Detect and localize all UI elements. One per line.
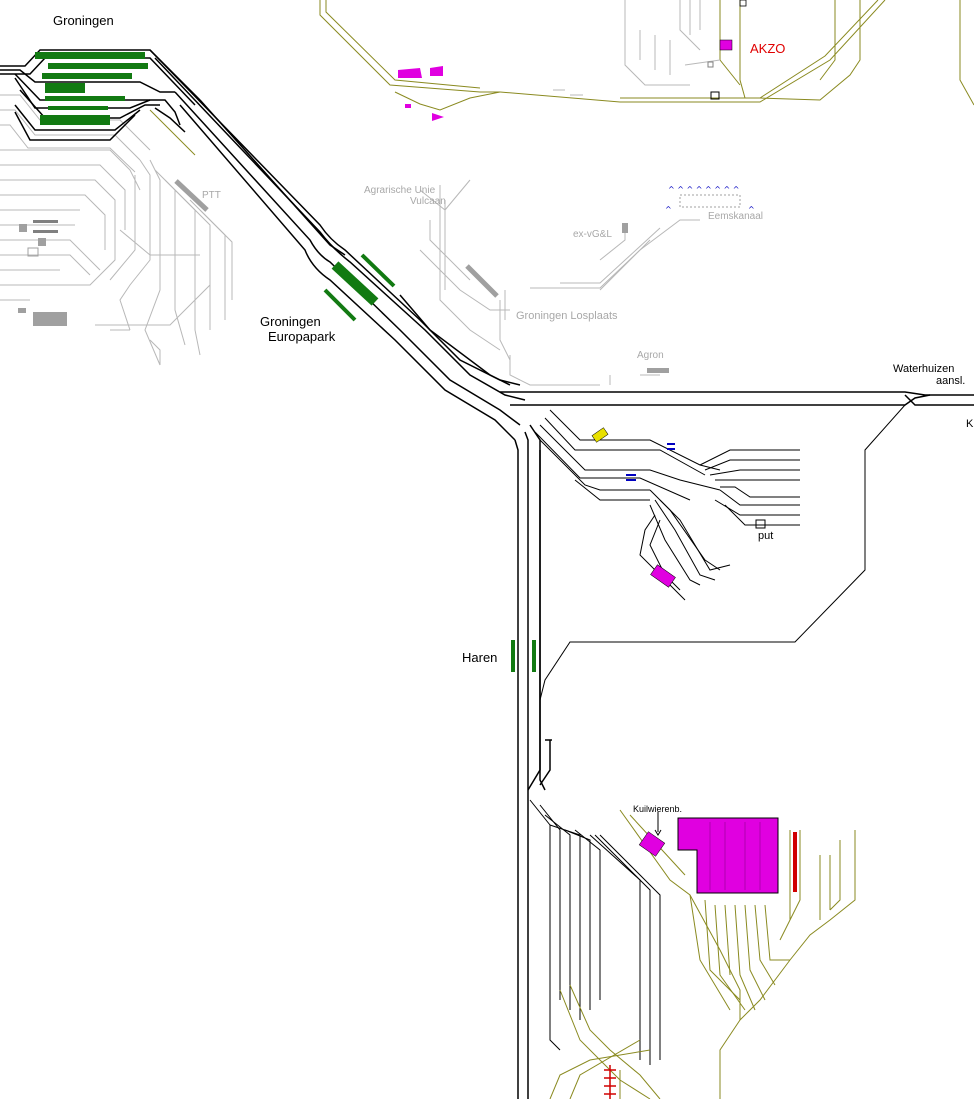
label-waterhuizen-line2: aansl. xyxy=(936,375,966,387)
north-industrial-tracks xyxy=(319,0,974,111)
groningen-station-tracks xyxy=(0,49,201,141)
haren-platforms xyxy=(511,640,536,672)
europapark-platforms xyxy=(323,253,396,322)
label-waterhuizen-line1: Waterhuizen xyxy=(893,363,955,375)
losplaats-buildings xyxy=(465,194,741,373)
north-faded-tracks xyxy=(553,0,721,96)
siding-label-agrarische-line2: Vulcaan xyxy=(410,196,446,207)
groningen-faded-yard xyxy=(0,94,233,366)
svg-text:^: ^ xyxy=(748,205,755,214)
siding-label-kuilwierenb: Kuilwierenb. xyxy=(633,804,683,814)
station-label-groningen: Groningen xyxy=(53,13,114,28)
east-loop-line xyxy=(539,404,906,701)
main-line-north xyxy=(149,49,526,441)
east-line xyxy=(500,391,974,406)
svg-text:^: ^ xyxy=(665,205,672,214)
eastern-yard-markers xyxy=(591,427,766,588)
eastern-yard-tracks xyxy=(534,409,800,601)
siding-label-ptt: PTT xyxy=(202,190,221,201)
station-label-losplaats: Groningen Losplaats xyxy=(516,310,618,322)
label-edge-k: K xyxy=(966,418,974,430)
station-label-europapark-line1: Groningen xyxy=(260,314,321,329)
station-label-haren: Haren xyxy=(462,650,498,665)
siding-label-eemskanaal: Eemskanaal xyxy=(708,211,764,222)
southern-yard-tracks xyxy=(529,799,661,1065)
groningen-faded-buildings xyxy=(18,220,67,326)
svg-text:^ ^ ^ ^ ^ ^ ^ ^: ^ ^ ^ ^ ^ ^ ^ ^ xyxy=(668,185,739,194)
siding-label-put: put xyxy=(758,530,774,542)
main-line-south xyxy=(514,424,552,1099)
north-buildings xyxy=(398,0,747,121)
losplaats-faded-tracks xyxy=(419,179,700,386)
groningen-platforms xyxy=(35,52,148,125)
siding-label-akzo: AKZO xyxy=(750,41,786,56)
siding-label-agrarische-line1: Agrarische Unie xyxy=(364,185,436,196)
siding-label-agron: Agron xyxy=(637,350,664,361)
ptt-siding xyxy=(149,109,209,212)
siding-label-ex-vgl: ex-vG&L xyxy=(573,229,612,240)
station-label-europapark-line2: Europapark xyxy=(268,329,336,344)
southern-buildings xyxy=(604,812,797,1099)
southern-industrial-tracks xyxy=(549,809,856,1099)
eemskanaal-markers: ^ ^ ^ ^ ^ ^ ^ ^ ^ ^ xyxy=(665,185,755,214)
